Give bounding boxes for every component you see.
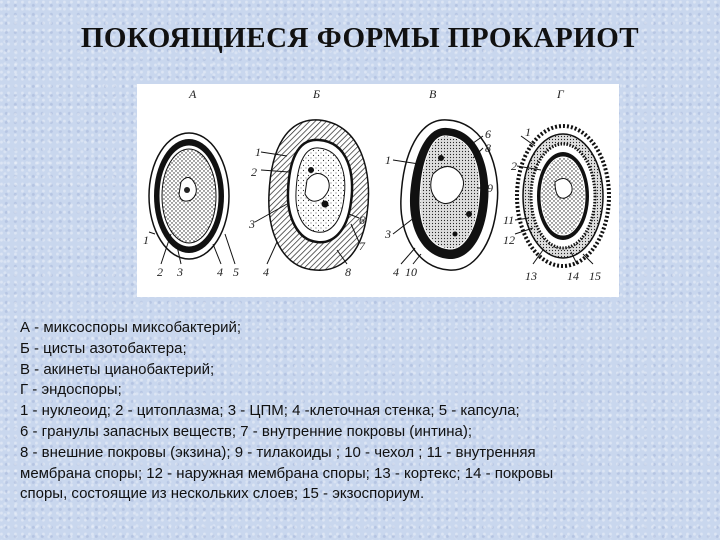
callout-number: 6 <box>359 213 365 227</box>
callout-number: 1 <box>385 153 391 167</box>
caption-line: 6 - гранулы запасных веществ; 7 - внутре… <box>20 422 472 440</box>
callout-number: 2 <box>157 265 163 279</box>
panel-c-akinete <box>392 119 499 271</box>
caption-line: мембрана споры; 12 - наружная мембрана с… <box>20 464 554 482</box>
panel-b-cyst <box>254 119 370 271</box>
panel-a-myxospore <box>148 132 236 265</box>
callout-number: 3 <box>384 227 391 241</box>
panel-letter-d: Г <box>556 87 565 101</box>
callout-number: 4 <box>217 265 223 279</box>
caption-line: В - акинеты цианобактерий; <box>20 360 215 378</box>
legend-caption: А - миксоспоры миксобактерий; Б - цисты … <box>20 318 710 505</box>
caption-line: 1 - нуклеоид; 2 - цитоплазма; 3 - ЦПМ; 4… <box>20 402 520 420</box>
callout-number: 8 <box>345 265 351 279</box>
callout-number: 7 <box>359 239 366 253</box>
caption-line: Г - эндоспоры; <box>20 381 122 399</box>
callout-number: 9 <box>487 181 493 195</box>
callout-number: 1 <box>525 125 531 139</box>
spore-diagram-svg: А Б В Г 1 2 3 4 5 1 2 3 4 6 7 8 1 3 4 6 … <box>143 87 611 283</box>
caption-line: А - миксоспоры миксобактерий; <box>20 319 242 336</box>
callout-number: 1 <box>255 145 261 159</box>
callout-number: 8 <box>485 141 491 155</box>
callout-number: 3 <box>248 217 255 231</box>
spore-illustration: А Б В Г 1 2 3 4 5 1 2 3 4 6 7 8 1 3 4 6 … <box>137 84 619 297</box>
page-title: ПОКОЯЩИЕСЯ ФОРМЫ ПРОКАРИОТ <box>80 22 640 54</box>
caption-line: споры, состоящие из нескольких слоев; 15… <box>20 485 425 503</box>
callout-number: 13 <box>525 269 537 283</box>
caption-line: 8 - внешние покровы (экзина); 9 - тилако… <box>20 443 536 461</box>
caption-line: Б - цисты азотобактера; <box>20 339 187 357</box>
callout-number: 15 <box>589 269 601 283</box>
callout-number: 4 <box>393 265 399 279</box>
callout-number: 6 <box>485 127 491 141</box>
callout-number: 5 <box>233 265 239 279</box>
panel-letter-c: В <box>429 87 437 101</box>
callout-number: 3 <box>176 265 183 279</box>
callout-number: 11 <box>503 213 514 227</box>
callout-number: 1 <box>143 233 149 247</box>
panel-d-endospore <box>514 124 611 268</box>
panel-letter-a: А <box>188 87 197 101</box>
callout-number: 2 <box>251 165 257 179</box>
callout-number: 4 <box>263 265 269 279</box>
panel-letter-b: Б <box>312 87 320 101</box>
callout-number: 2 <box>511 159 517 173</box>
callout-number: 12 <box>503 233 515 247</box>
callout-number: 14 <box>567 269 579 283</box>
callout-number: 10 <box>405 265 417 279</box>
